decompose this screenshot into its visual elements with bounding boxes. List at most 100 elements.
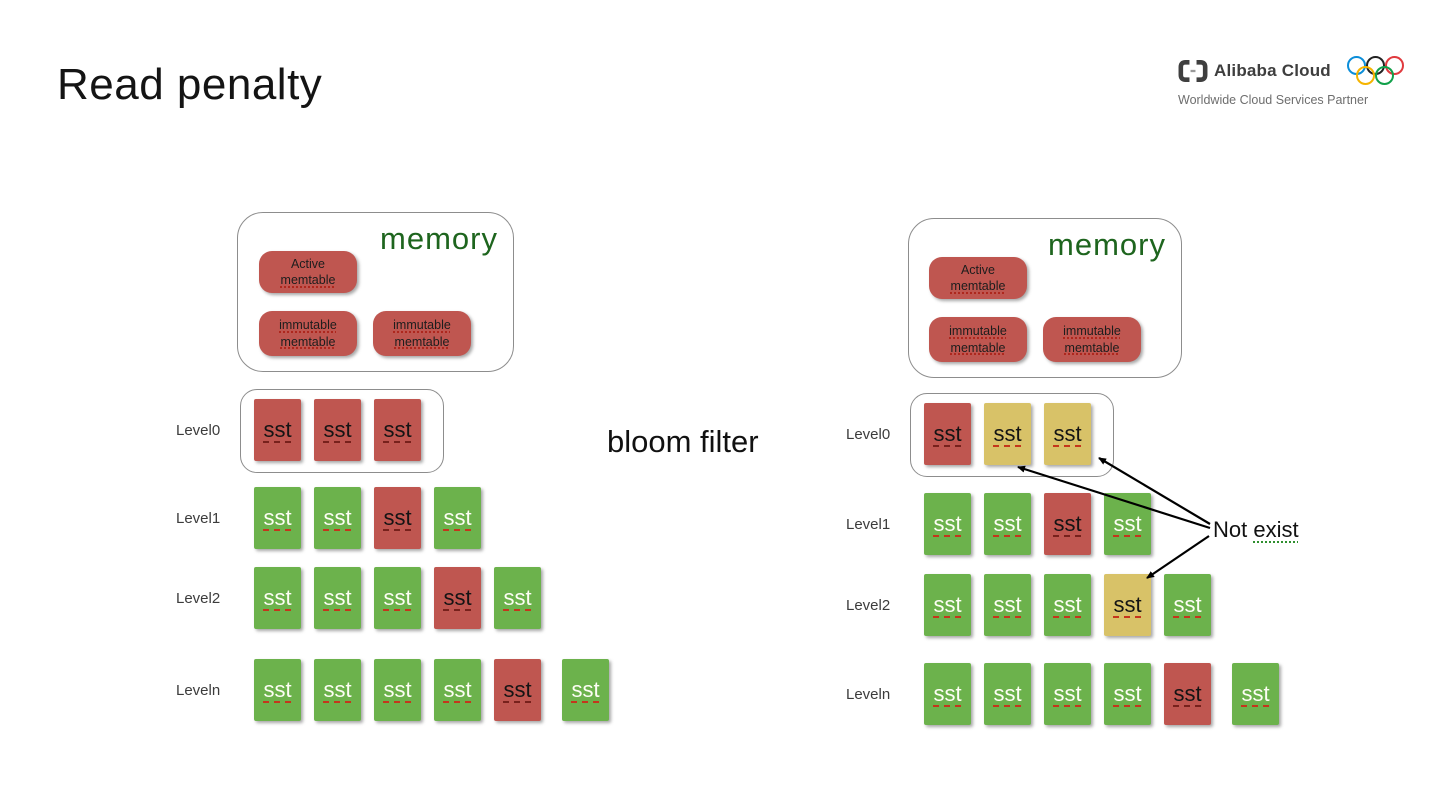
sst-block: sst [254,399,301,461]
sst-block-label: sst [933,681,962,706]
sst-block: sst [1232,663,1279,725]
memtable-line: immutable [393,318,451,333]
memory-label: memory [380,221,498,256]
sst-block-label: sst [263,505,292,530]
sst-block: sst [924,403,971,465]
level-label: Level0 [846,426,891,443]
sst-block: sst [1044,574,1091,636]
sst-block: sst [494,659,541,721]
memory-label: memory [1048,227,1166,262]
sst-block: sst [314,399,361,461]
level-label: Leveln [176,682,221,699]
not-exist-label: Not exist [1213,517,1299,542]
sst-block-label: sst [443,677,472,702]
sst-block: sst [254,567,301,629]
immutable-memtable: immutable memtable [929,317,1027,362]
sst-block: sst [1164,663,1211,725]
sst-block-label: sst [571,677,600,702]
sst-block: sst [314,487,361,549]
sst-block: sst [1104,663,1151,725]
sst-block-label: sst [503,677,532,702]
sst-block-label: sst [1173,592,1202,617]
logo-brand-text: Alibaba Cloud [1214,61,1331,80]
sst-block: sst [1164,574,1211,636]
sst-block: sst [374,399,421,461]
sst-block-label: sst [383,585,412,610]
arrow-to-level0-sst2 [1017,465,1211,530]
sst-block-label: sst [1113,511,1142,536]
memory-box: memory Active memtable immutable memtabl… [908,218,1182,378]
memtable-line: memtable [950,279,1006,293]
sst-block-label: sst [263,585,292,610]
sst-block: sst [374,659,421,721]
sst-block-label: sst [1173,681,1202,706]
memtable-line: memtable [950,340,1006,355]
memtable-line: memtable [394,334,450,349]
sst-block: sst [924,663,971,725]
sst-block-label: sst [933,511,962,536]
sst-block-label: sst [443,585,472,610]
sst-block-label: sst [1053,511,1082,536]
sst-block: sst [1044,663,1091,725]
sst-block: sst [374,487,421,549]
immutable-memtable: immutable memtable [259,311,357,356]
sst-block: sst [984,663,1031,725]
sst-block-label: sst [1113,592,1142,617]
level-label: Level0 [176,422,221,439]
alibaba-cloud-logo: Alibaba Cloud Worldwide Cloud Services P… [1178,52,1404,107]
arrow-to-level2-sst4 [1146,535,1210,579]
sst-block-label: sst [503,585,532,610]
sst-block-label: sst [323,677,352,702]
sst-block: sst [984,493,1031,555]
memtable-line: Active [960,262,996,277]
page-title: Read penalty [57,60,323,109]
sst-block: sst [254,487,301,549]
sst-block: sst [984,574,1031,636]
sst-block: sst [924,493,971,555]
level-label: Leveln [846,686,891,703]
sst-block-label: sst [383,417,412,442]
sst-block: sst [314,567,361,629]
sst-block: sst [494,567,541,629]
bloom-filter-label: bloom filter [607,424,759,459]
level-label: Level2 [176,590,221,607]
sst-block: sst [374,567,421,629]
memtable-line: immutable [279,318,337,333]
immutable-memtable: immutable memtable [1043,317,1141,362]
sst-block-label: sst [1241,681,1270,706]
sst-block-label: sst [1053,592,1082,617]
level0-frame [910,393,1114,477]
sst-block: sst [924,574,971,636]
sst-block-label: sst [263,677,292,702]
memtable-line: Active [290,256,326,271]
sst-block-label: sst [933,421,962,446]
active-memtable: Active memtable [929,257,1027,299]
level-label: Level2 [846,597,891,614]
sst-block-label: sst [323,417,352,442]
sst-block-label: sst [383,677,412,702]
sst-block: sst [1044,493,1091,555]
arrow-to-level0-sst3 [1098,457,1211,525]
level-label: Level1 [846,516,891,533]
sst-block: sst [984,403,1031,465]
sst-block: sst [1044,403,1091,465]
sst-block: sst [434,659,481,721]
sst-block: sst [1104,493,1151,555]
sst-block: sst [434,567,481,629]
olympic-rings-icon [1346,54,1405,88]
sst-block-label: sst [993,511,1022,536]
memtable-line: memtable [280,334,336,349]
memtable-line: memtable [1064,340,1120,355]
memtable-line: immutable [949,324,1007,339]
sst-block-label: sst [993,421,1022,446]
level-label: Level1 [176,510,221,527]
sst-block-label: sst [993,592,1022,617]
sst-block: sst [254,659,301,721]
sst-block-label: sst [323,505,352,530]
level0-frame [240,389,444,473]
sst-block-label: sst [993,681,1022,706]
immutable-memtable: immutable memtable [373,311,471,356]
